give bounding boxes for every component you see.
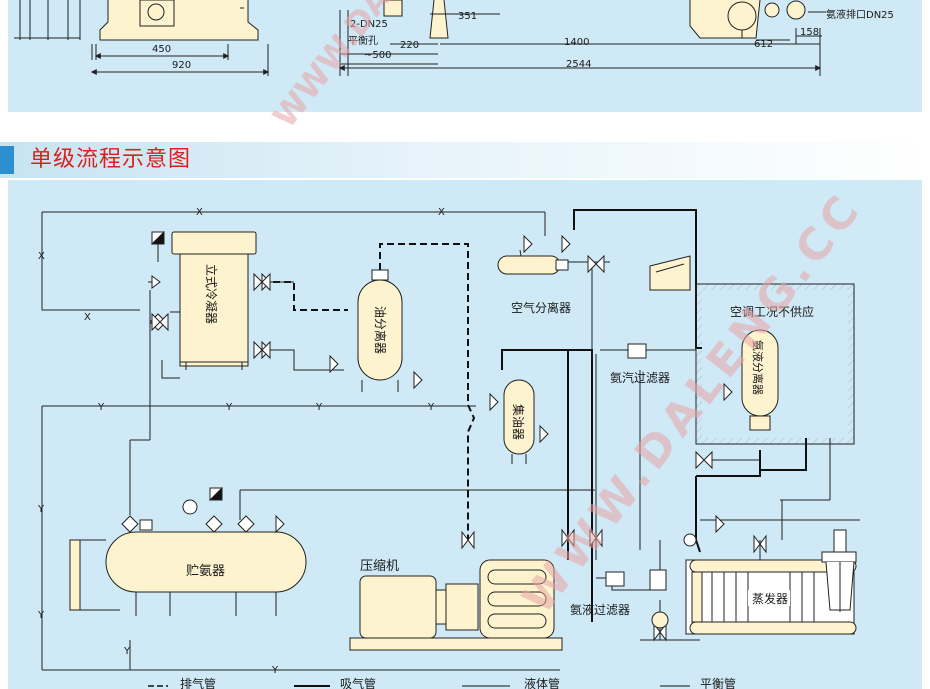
label-compressor: 压缩机 bbox=[360, 558, 399, 574]
label-receiver: 贮氨器 bbox=[186, 564, 225, 579]
dim-pipe: 2-DN25 bbox=[350, 19, 388, 30]
legend-balance: 平衡管 bbox=[700, 676, 736, 689]
mark-y-1: Y bbox=[97, 402, 105, 413]
valves bbox=[151, 254, 767, 642]
dim-220: 220 bbox=[400, 40, 419, 51]
dim-351: 351 bbox=[458, 11, 477, 22]
compressor: 压缩机 bbox=[349, 558, 563, 651]
dim-1400: 1400 bbox=[564, 37, 589, 48]
mark-x-3: X bbox=[38, 251, 45, 262]
label-ammonia-liquid-filter: 氨液过滤器 bbox=[570, 602, 630, 617]
receiver: 贮氨器 bbox=[69, 499, 307, 616]
line-marks: X X X X Y Y Y Y Y Y Y Y bbox=[37, 207, 445, 676]
dim-158: 158 bbox=[800, 27, 819, 38]
oil-separator: 油分离器 bbox=[357, 269, 403, 392]
mark-y-5: Y bbox=[37, 504, 45, 515]
water-lines bbox=[41, 211, 595, 671]
mark-y-8: Y bbox=[271, 665, 279, 676]
legend-suction: 吸气管 bbox=[340, 676, 376, 689]
dim-balance-hole: 平衡孔 bbox=[348, 35, 378, 47]
label-vertical-condenser: 立式冷凝器 bbox=[204, 264, 219, 324]
mark-x-4: X bbox=[84, 312, 91, 323]
agitator bbox=[821, 529, 857, 612]
mark-x-2: X bbox=[438, 207, 445, 218]
air-separator: 空气分离器 bbox=[497, 255, 571, 315]
small-fittings bbox=[275, 234, 733, 629]
ammonia-vapor-filter: 氨汽过滤器 bbox=[610, 343, 670, 385]
legend: 排气管 吸气管 液体管 平衡管 bbox=[148, 676, 736, 689]
receiver-fittings bbox=[121, 486, 255, 533]
dim-drain: 氨液排口DN25 bbox=[826, 8, 894, 21]
vertical-condenser: 立式冷凝器 bbox=[171, 231, 257, 370]
mark-y-7: Y bbox=[123, 646, 131, 657]
mark-y-3: Y bbox=[315, 402, 323, 413]
section-title: 单级流程示意图 bbox=[30, 147, 192, 172]
dim-920: 920 bbox=[172, 60, 191, 71]
label-ac-note: 空调工况不供应 bbox=[730, 304, 814, 319]
mark-x-1: X bbox=[196, 207, 203, 218]
liquid-lines bbox=[268, 249, 860, 641]
water-tank bbox=[649, 255, 691, 291]
label-ammonia-liquid-separator: 氨液分离器 bbox=[751, 340, 765, 395]
section-accent bbox=[0, 146, 14, 174]
legend-liquid: 液体管 bbox=[524, 676, 560, 689]
label-ammonia-vapor-filter: 氨汽过滤器 bbox=[610, 370, 670, 385]
legend-discharge: 排气管 bbox=[180, 676, 216, 689]
label-oil-collector: 集油器 bbox=[511, 404, 526, 440]
section-header-bar bbox=[0, 142, 930, 178]
top-dimension-drawing bbox=[14, 0, 826, 76]
dim-612: 612 bbox=[754, 39, 773, 50]
ammonia-liquid-filter: 氨液过滤器 bbox=[570, 569, 667, 617]
dim-2544: 2544 bbox=[566, 59, 591, 70]
ammonia-liquid-separator: 氨液分离器 bbox=[741, 329, 779, 431]
label-oil-separator: 油分离器 bbox=[373, 306, 388, 354]
top-dimension-labels: 450 920 2-DN25 平衡孔 ~500 351 220 1400 254… bbox=[152, 8, 894, 71]
mark-y-2: Y bbox=[225, 402, 233, 413]
mark-y-4: Y bbox=[427, 402, 435, 413]
dim-500: ~500 bbox=[364, 50, 391, 61]
label-evaporator: 蒸发器 bbox=[752, 591, 788, 606]
dim-450: 450 bbox=[152, 44, 171, 55]
evaporator: 蒸发器 bbox=[685, 559, 857, 635]
oil-collector: 集油器 bbox=[503, 379, 535, 464]
label-air-separator: 空气分离器 bbox=[511, 300, 571, 315]
mark-y-6: Y bbox=[37, 610, 45, 621]
